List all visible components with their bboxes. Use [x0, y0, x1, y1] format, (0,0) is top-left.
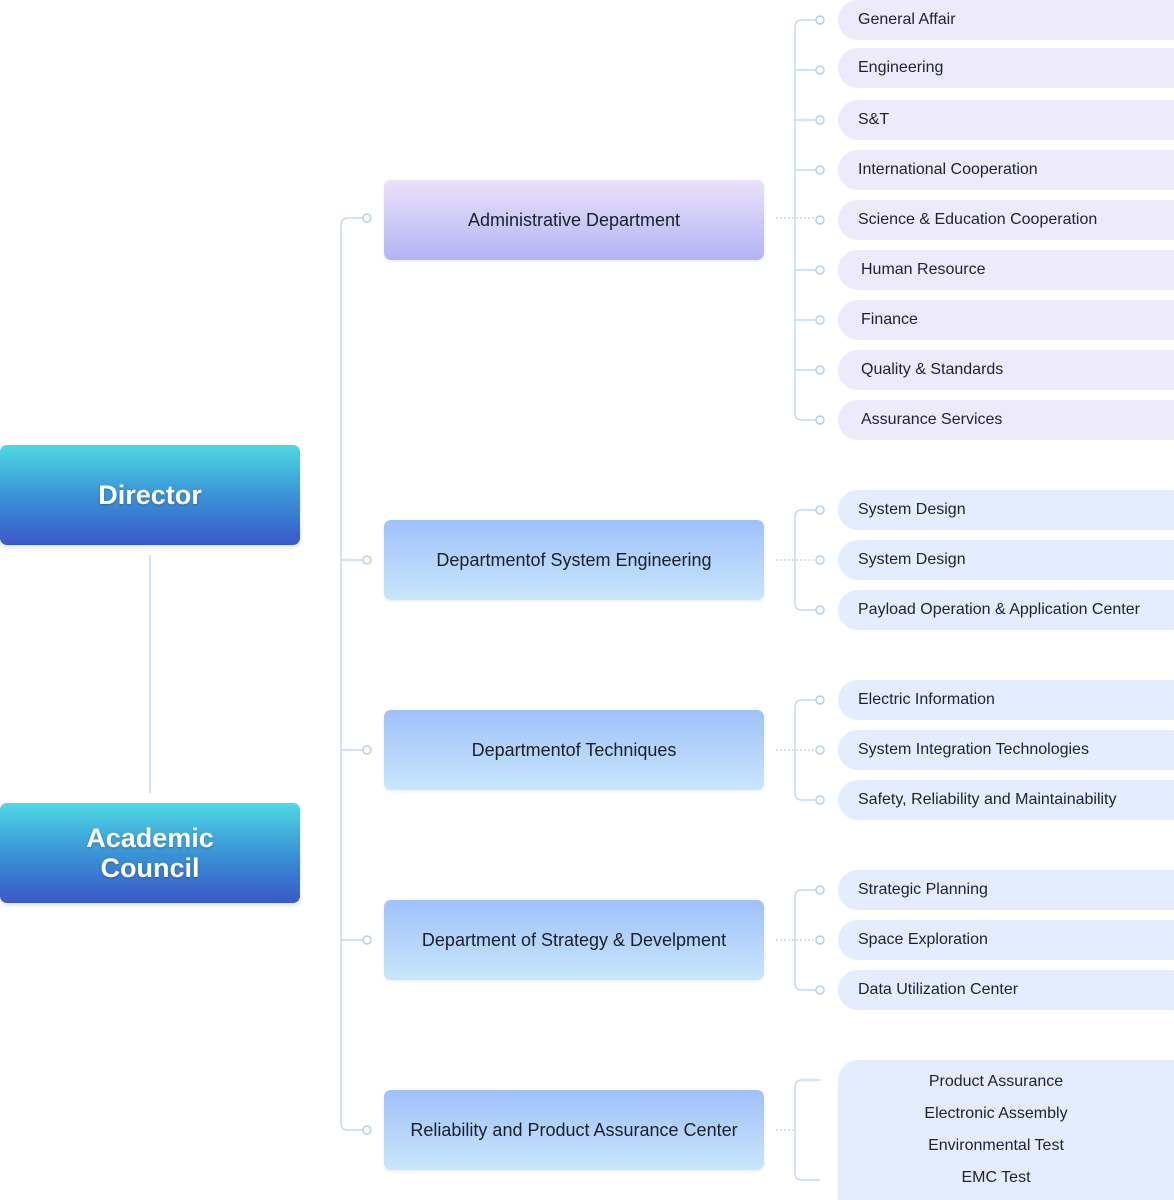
- unit-s-and-t: S&T: [838, 100, 1174, 140]
- unit-assurance-services: Assurance Services: [838, 400, 1174, 440]
- unit-science-education-cooperation: Science & Education Cooperation: [838, 200, 1174, 240]
- unit-label: System Design: [858, 551, 966, 568]
- unit-label: Engineering: [858, 59, 944, 76]
- unit-system-integration-technologies: System Integration Technologies: [838, 730, 1174, 770]
- unit-system-design: System Design: [838, 490, 1174, 530]
- director-box: Director: [0, 445, 300, 545]
- dept-label: Department of Strategy & Develpment: [421, 929, 727, 950]
- unit-label: Finance: [861, 311, 918, 328]
- dept-label: Administrative Department: [467, 209, 681, 230]
- unit-label: General Affair: [858, 11, 956, 28]
- dept-label: Departmentof Techniques: [471, 739, 677, 760]
- unit-payload-operation-center: Payload Operation & Application Center: [838, 590, 1174, 630]
- academic-council-label: Academic Council: [86, 823, 214, 883]
- unit-label: Assurance Services: [861, 411, 1003, 428]
- unit-engineering: Engineering: [838, 48, 1174, 88]
- unit-label: Strategic Planning: [858, 881, 988, 898]
- unit-label: Quality & Standards: [861, 361, 1004, 378]
- unit-international-cooperation: International Cooperation: [838, 150, 1174, 190]
- unit-label: Electric Information: [858, 691, 995, 708]
- unit-human-resource: Human Resource: [838, 250, 1174, 290]
- unit-electric-information: Electric Information: [838, 680, 1174, 720]
- unit-label: Safety, Reliability and Maintainability: [858, 791, 1117, 808]
- academic-council-box: Academic Council: [0, 803, 300, 903]
- unit-finance: Finance: [838, 300, 1174, 340]
- unit-label: Space Exploration: [858, 931, 988, 948]
- unit-data-utilization-center: Data Utilization Center: [838, 970, 1174, 1010]
- unit-label: Data Utilization Center: [858, 981, 1019, 998]
- dept-techniques: Departmentof Techniques: [384, 710, 764, 790]
- unit-environmental-test: Environmental Test: [928, 1137, 1064, 1154]
- unit-label: S&T: [858, 111, 890, 128]
- unit-strategic-planning: Strategic Planning: [838, 870, 1174, 910]
- unit-product-assurance: Product Assurance: [928, 1073, 1064, 1090]
- dept-system-engineering: Departmentof System Engineering: [384, 520, 764, 600]
- dept-label: Departmentof System Engineering: [436, 549, 712, 570]
- dept-reliability-assurance: Reliability and Product Assurance Center: [384, 1090, 764, 1170]
- unit-electronic-assembly: Electronic Assembly: [924, 1105, 1068, 1122]
- dept-administrative: Administrative Department: [384, 180, 764, 260]
- main-trunk-line: [340, 217, 366, 1131]
- unit-system-design: System Design: [838, 540, 1174, 580]
- unit-quality-standards: Quality & Standards: [838, 350, 1174, 390]
- unit-space-exploration: Space Exploration: [838, 920, 1174, 960]
- director-label: Director: [98, 480, 202, 510]
- unit-safety-reliability-maintainability: Safety, Reliability and Maintainability: [838, 780, 1174, 820]
- unit-label: System Integration Technologies: [858, 741, 1089, 758]
- unit-general-affair: General Affair: [838, 0, 1174, 40]
- unit-emc-test: EMC Test: [961, 1169, 1031, 1186]
- reliability-units-card: Product Assurance Electronic Assembly En…: [838, 1060, 1174, 1200]
- dept-strategy-development: Department of Strategy & Develpment: [384, 900, 764, 980]
- unit-label: International Cooperation: [858, 161, 1038, 178]
- unit-label: Payload Operation & Application Center: [858, 601, 1140, 618]
- unit-label: Human Resource: [861, 261, 986, 278]
- dept-label: Reliability and Product Assurance Center: [410, 1119, 738, 1140]
- unit-label: System Design: [858, 501, 966, 518]
- unit-label: Science & Education Cooperation: [858, 211, 1098, 228]
